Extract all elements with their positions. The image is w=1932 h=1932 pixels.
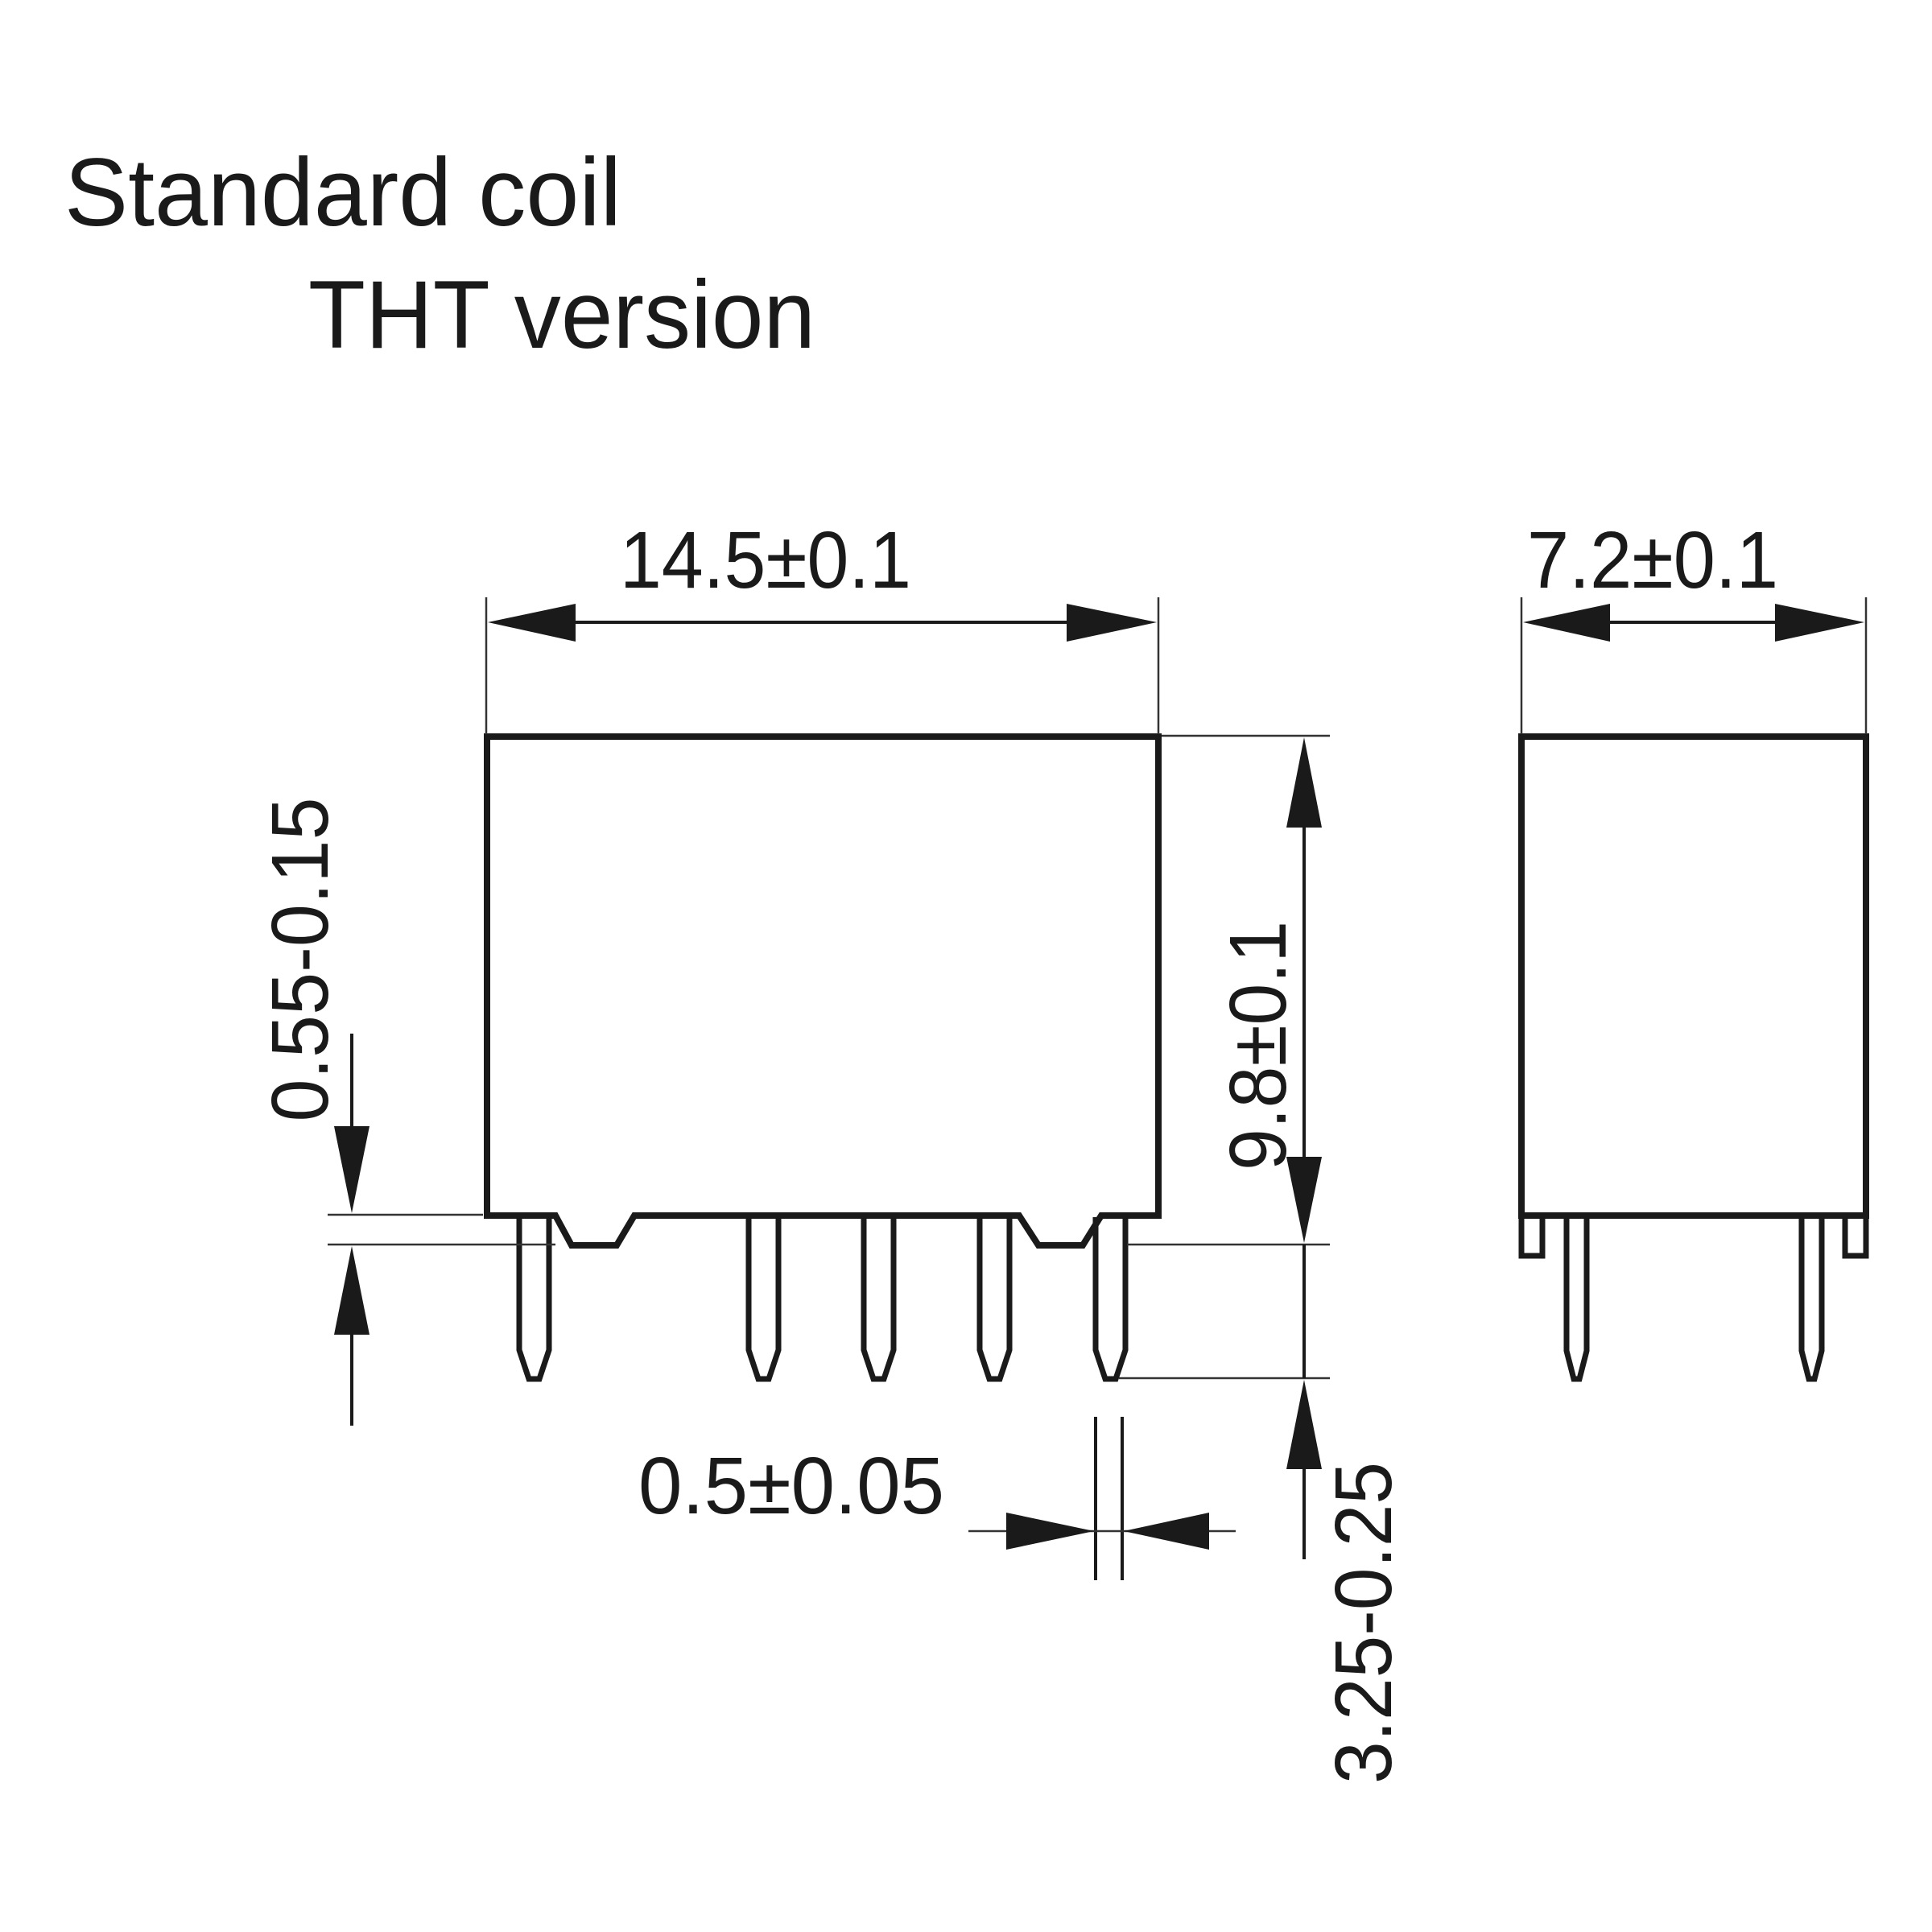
arrow-left-icon xyxy=(1523,604,1610,642)
arrow-right-icon xyxy=(1006,1513,1094,1550)
front-pin-1 xyxy=(516,1217,552,1382)
dimension-pin-length: 3.25-0.25 xyxy=(1286,1245,1409,1784)
front-pins xyxy=(516,1217,1129,1382)
arrow-up-icon xyxy=(1286,1380,1322,1469)
side-standoff-right xyxy=(1842,1216,1869,1259)
arrow-right-icon xyxy=(1067,604,1157,642)
front-body-outline xyxy=(484,733,1162,1249)
title-line-1: Standard coil xyxy=(64,138,621,246)
side-standoff-left xyxy=(1518,1216,1546,1259)
dimension-pin-width: 0.5±0.05 xyxy=(638,1417,1236,1580)
dimension-pin-width-label: 0.5±0.05 xyxy=(638,1441,944,1531)
arrow-left-icon xyxy=(1124,1513,1209,1550)
dimension-standoff-label: 0.55-0.15 xyxy=(255,798,345,1122)
side-pin-1 xyxy=(1563,1217,1590,1382)
side-pin-2 xyxy=(1798,1217,1825,1382)
dimension-depth: 7.2±0.1 xyxy=(1520,515,1868,734)
title-line-2: THT version xyxy=(308,261,815,369)
dimension-width: 14.5±0.1 xyxy=(485,515,1160,734)
arrow-right-icon xyxy=(1775,604,1864,642)
side-body-outline xyxy=(1518,733,1869,1219)
front-pin-3 xyxy=(861,1217,897,1382)
front-view: 14.5±0.1 9.8±0.1 3.25-0.25 0. xyxy=(255,515,1409,1784)
dimension-height: 9.8±0.1 xyxy=(1119,734,1330,1380)
front-pin-4 xyxy=(976,1217,1013,1382)
dimension-standoff: 0.55-0.15 xyxy=(255,798,555,1426)
side-view: 7.2±0.1 xyxy=(1518,515,1869,1382)
dimension-depth-label: 7.2±0.1 xyxy=(1527,515,1778,605)
arrow-up-icon xyxy=(1286,737,1322,828)
arrow-down-icon xyxy=(334,1126,369,1213)
arrow-left-icon xyxy=(488,604,576,642)
front-pin-2 xyxy=(745,1217,782,1382)
front-pin-5 xyxy=(1092,1217,1129,1382)
dimension-pin-length-label: 3.25-0.25 xyxy=(1319,1462,1409,1784)
dimension-width-label: 14.5±0.1 xyxy=(620,515,911,605)
arrow-down-icon xyxy=(1286,1157,1322,1243)
arrow-up-icon xyxy=(334,1246,369,1335)
dimension-height-label: 9.8±0.1 xyxy=(1213,921,1303,1170)
